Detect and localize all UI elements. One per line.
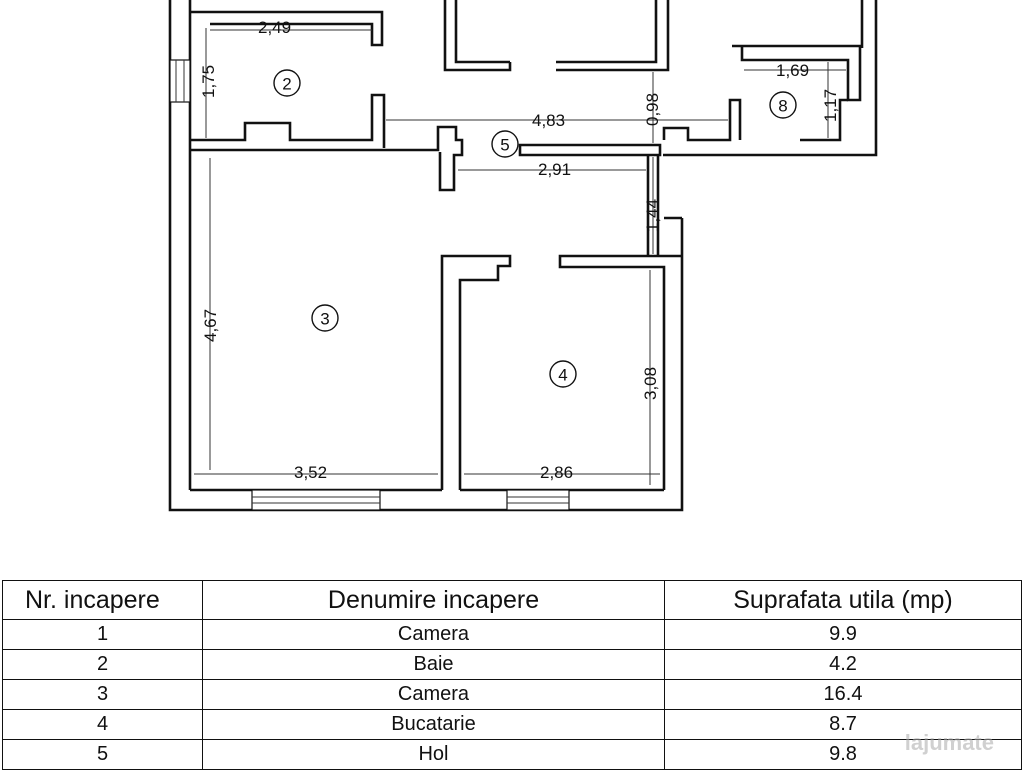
room-marker-circle — [273, 69, 301, 97]
cell-room-name: Camera — [202, 619, 665, 650]
room-marker-circle — [311, 304, 339, 332]
cell-usable-area: 9.9 — [664, 619, 1022, 650]
cell-room-number: 1 — [2, 619, 203, 650]
dim-label: 2,49 — [258, 18, 291, 37]
cell-usable-area: 4.2 — [664, 649, 1022, 680]
table-row: 1 Camera 9.9 — [2, 619, 1022, 650]
window-room-3 — [251, 489, 381, 511]
room-number: 3 — [320, 310, 329, 329]
room-marker-circle — [769, 91, 797, 119]
cell-room-number: 4 — [2, 709, 203, 740]
dim-label: 2,91 — [538, 160, 571, 179]
room-number: 5 — [500, 136, 509, 155]
room-markers: 2 5 8 3 4 — [273, 69, 797, 388]
cell-room-name: Baie — [202, 649, 665, 680]
dim-label: 1,75 — [199, 65, 218, 98]
cell-room-number: 2 — [2, 649, 203, 680]
room-number: 8 — [778, 97, 787, 116]
dim-label: 1,44 — [643, 199, 662, 232]
cell-usable-area: 16.4 — [664, 679, 1022, 710]
header-room-name: Denumire incapere — [202, 580, 665, 620]
floor-plan: 2,49 1,75 4,83 0,98 1,69 1,17 2,91 1,44 … — [168, 0, 878, 512]
dim-label: 3,08 — [641, 367, 660, 400]
dim-label: 4,67 — [201, 309, 220, 342]
dim-label: 4,83 — [532, 111, 565, 130]
table-header-row: Nr. incapere Denumire incapere Suprafata… — [2, 580, 1022, 620]
dimension-lines — [194, 28, 846, 485]
cell-usable-area: 8.7 — [664, 709, 1022, 740]
room-area-table: Nr. incapere Denumire incapere Suprafata… — [2, 580, 1022, 770]
cell-room-name: Camera — [202, 679, 665, 710]
dim-label: 3,52 — [294, 463, 327, 482]
window-room-4 — [506, 489, 570, 511]
room-marker-circle — [491, 130, 519, 158]
header-usable-area: Suprafata utila (mp) — [664, 580, 1022, 620]
dimension-labels: 2,49 1,75 4,83 0,98 1,69 1,17 2,91 1,44 … — [199, 18, 840, 482]
dim-label: 1,17 — [821, 89, 840, 122]
cell-room-number: 3 — [2, 679, 203, 710]
table-row: 4 Bucatarie 8.7 — [2, 709, 1022, 740]
interior-walls — [190, 0, 862, 256]
room-number: 4 — [558, 366, 567, 385]
header-room-number: Nr. incapere — [2, 580, 203, 620]
dim-label: 0,98 — [643, 93, 662, 126]
table-row: 5 Hol 9.8 — [2, 739, 1022, 770]
dim-label: 1,69 — [776, 61, 809, 80]
cell-usable-area: 9.8 — [664, 739, 1022, 770]
windows — [169, 59, 570, 511]
watermark-logo: lajumate — [904, 730, 994, 755]
cell-room-name: Bucatarie — [202, 709, 665, 740]
table-row: 3 Camera 16.4 — [2, 679, 1022, 710]
room-marker-circle — [549, 360, 577, 388]
table-row: 2 Baie 4.2 — [2, 649, 1022, 680]
cell-room-name: Hol — [202, 739, 665, 770]
dim-label: 2,86 — [540, 463, 573, 482]
cell-room-number: 5 — [2, 739, 203, 770]
window-left — [169, 59, 191, 103]
room-number: 2 — [282, 75, 291, 94]
